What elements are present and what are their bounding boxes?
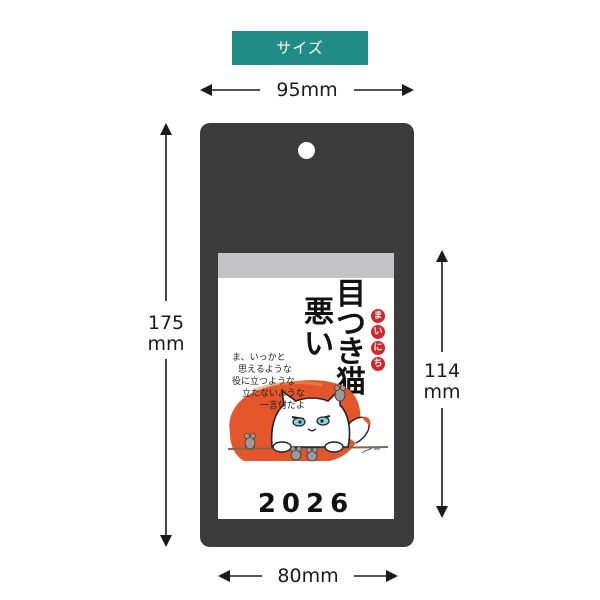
phrase-line: 一言付だよ	[260, 401, 306, 411]
calendar-height-value: 114	[423, 360, 461, 382]
year-label: 2026	[257, 489, 355, 519]
mouse-bottom-2	[306, 447, 318, 462]
hang-hole	[298, 142, 315, 159]
title-char: 目	[336, 277, 366, 312]
size-tag: サイズ	[232, 31, 368, 65]
title-char: い	[304, 327, 334, 362]
daily-badge: ま	[371, 309, 385, 323]
mouse-left	[244, 433, 256, 450]
daily-badge: に	[371, 341, 385, 355]
calendar-height-dimension-line	[432, 250, 452, 518]
mouse-bottom-1	[290, 446, 302, 461]
total-height-value: 175	[147, 312, 185, 334]
total-width-label: 95mm	[276, 79, 338, 101]
phrase-line: 思えるような	[238, 365, 292, 375]
title-char: つ	[336, 307, 366, 342]
daily-badge: い	[371, 325, 385, 339]
phrase-line: 役に立つような	[232, 377, 296, 387]
signature-mark	[361, 446, 380, 454]
total-height-dimension-line	[156, 123, 176, 547]
cat-body	[270, 387, 351, 448]
daily-badge: ち	[371, 357, 385, 371]
calendar-width-label: 80mm	[277, 565, 339, 587]
mouse-on-head	[334, 385, 346, 402]
title-char: き	[336, 335, 366, 370]
calendar-package: 悪 い 目 つ き 猫 ま い に ち	[200, 123, 414, 547]
calendar-height-unit: mm	[423, 381, 461, 403]
size-label: サイズ	[276, 39, 324, 57]
daily-calendar: 悪 い 目 つ き 猫 ま い に ち	[218, 253, 394, 519]
title-char: 悪	[304, 295, 334, 330]
calendar-binding-strip	[218, 253, 394, 278]
phrase-line: 立たないような	[242, 389, 305, 399]
cat-illustration	[227, 380, 389, 462]
phrase-line: ま、いっかと	[232, 353, 286, 363]
calendar-cover: 悪 い 目 つ き 猫 ま い に ち	[218, 278, 394, 519]
calendar-width-dimension-line	[218, 566, 398, 586]
total-width-dimension-line	[200, 80, 414, 100]
total-height-unit: mm	[147, 333, 185, 355]
